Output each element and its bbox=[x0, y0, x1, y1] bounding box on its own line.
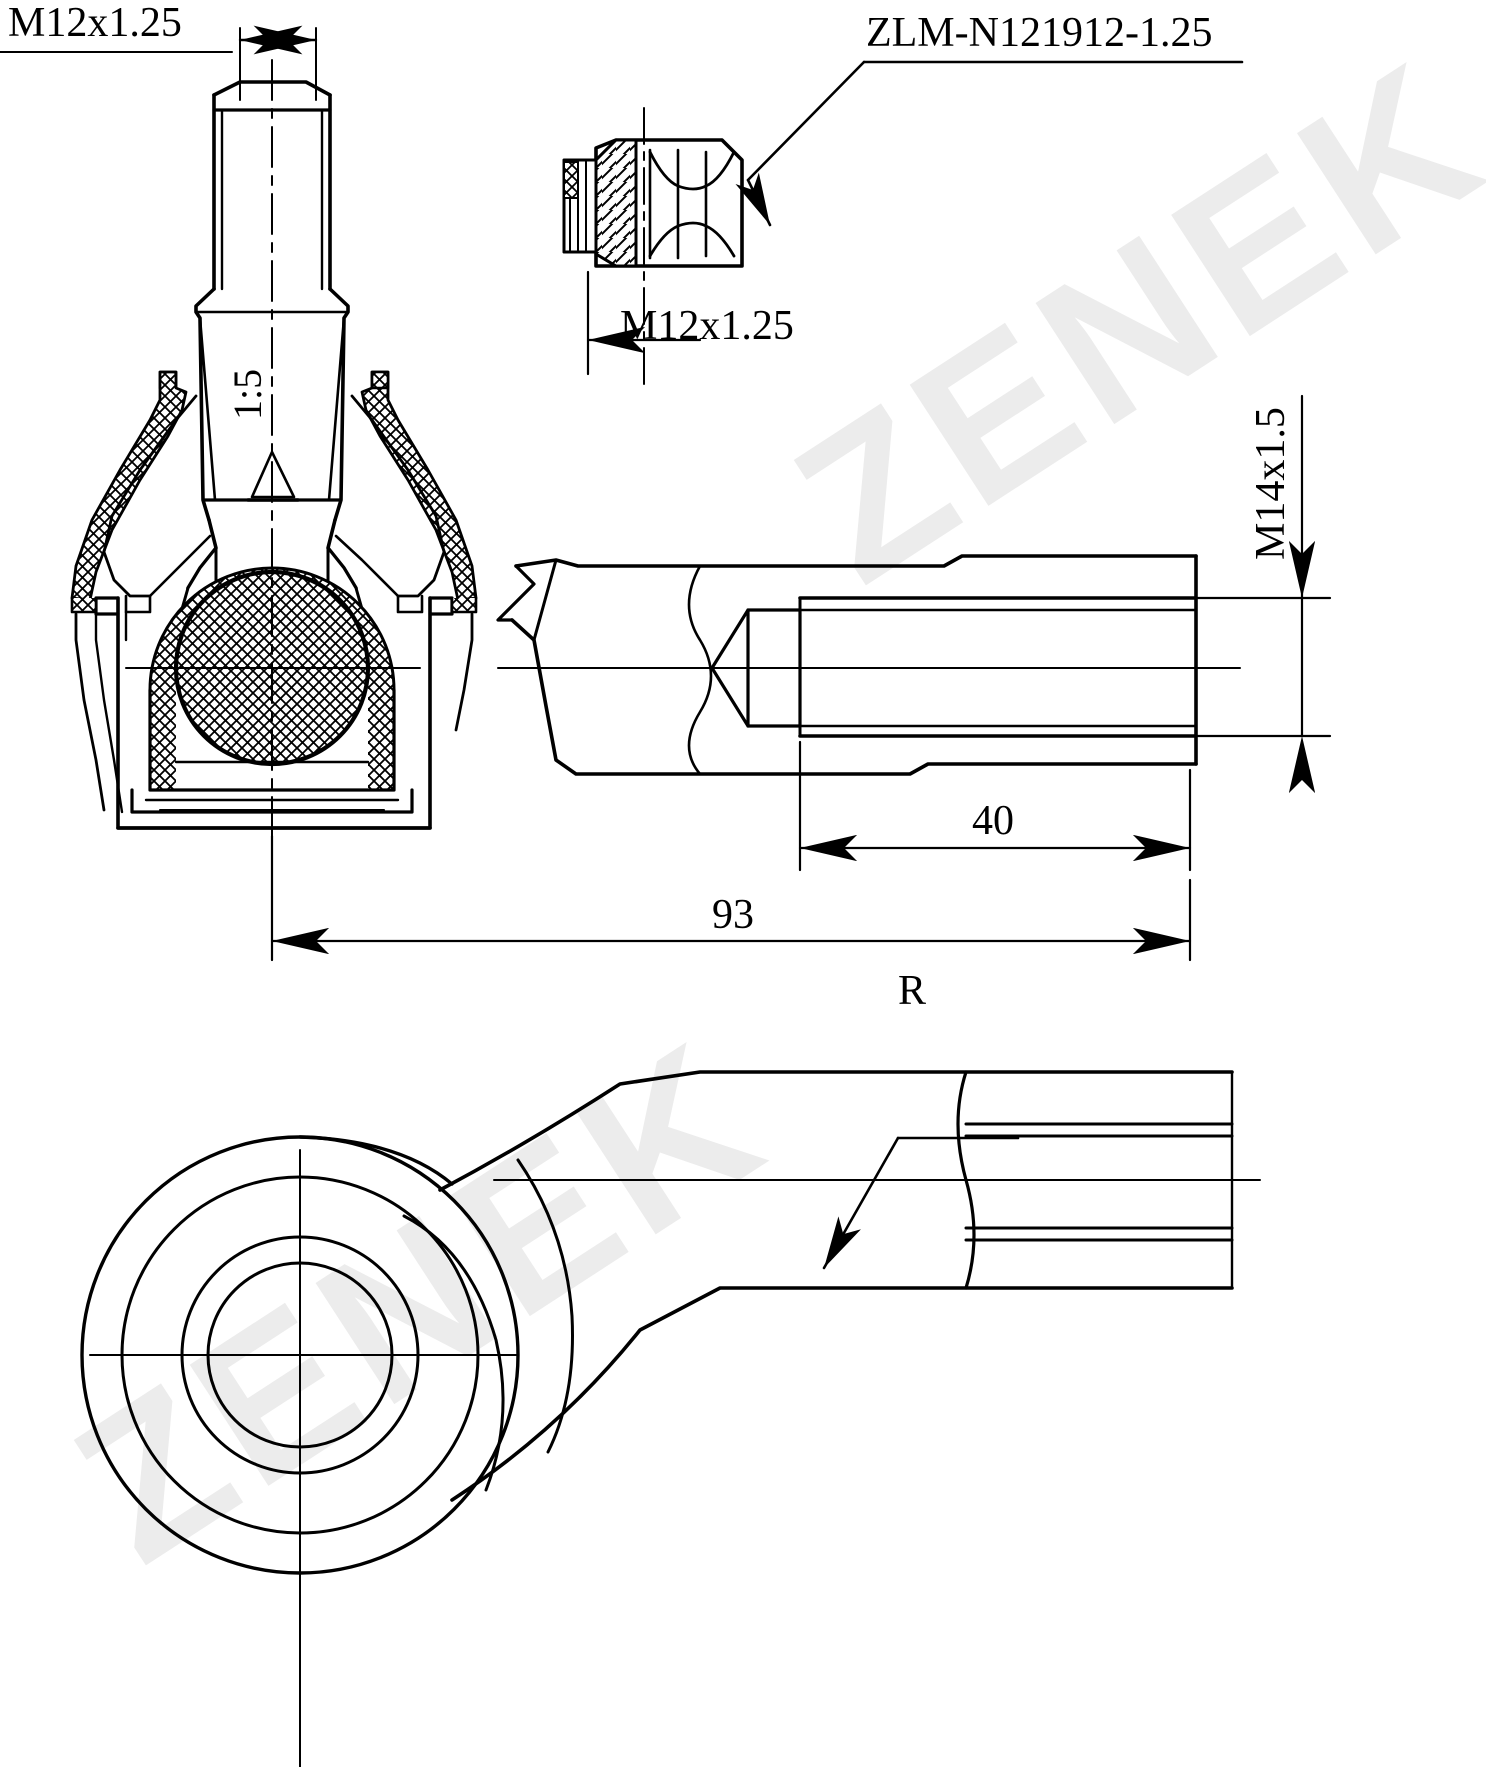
stud-thread-label: M12x1.25 bbox=[8, 0, 182, 46]
taper-ratio-label: 1:5 bbox=[225, 368, 270, 420]
shank-thread-label: M14x1.5 bbox=[1248, 407, 1294, 560]
dim-total-length-label: 93 bbox=[712, 892, 754, 938]
nut-part-number-label: ZLM-N121912-1.25 bbox=[866, 10, 1213, 56]
nut-thread-label: M12x1.25 bbox=[620, 303, 794, 349]
dim-threaded-length-label: 40 bbox=[972, 798, 1014, 844]
radius-mark-label: R bbox=[898, 968, 927, 1014]
